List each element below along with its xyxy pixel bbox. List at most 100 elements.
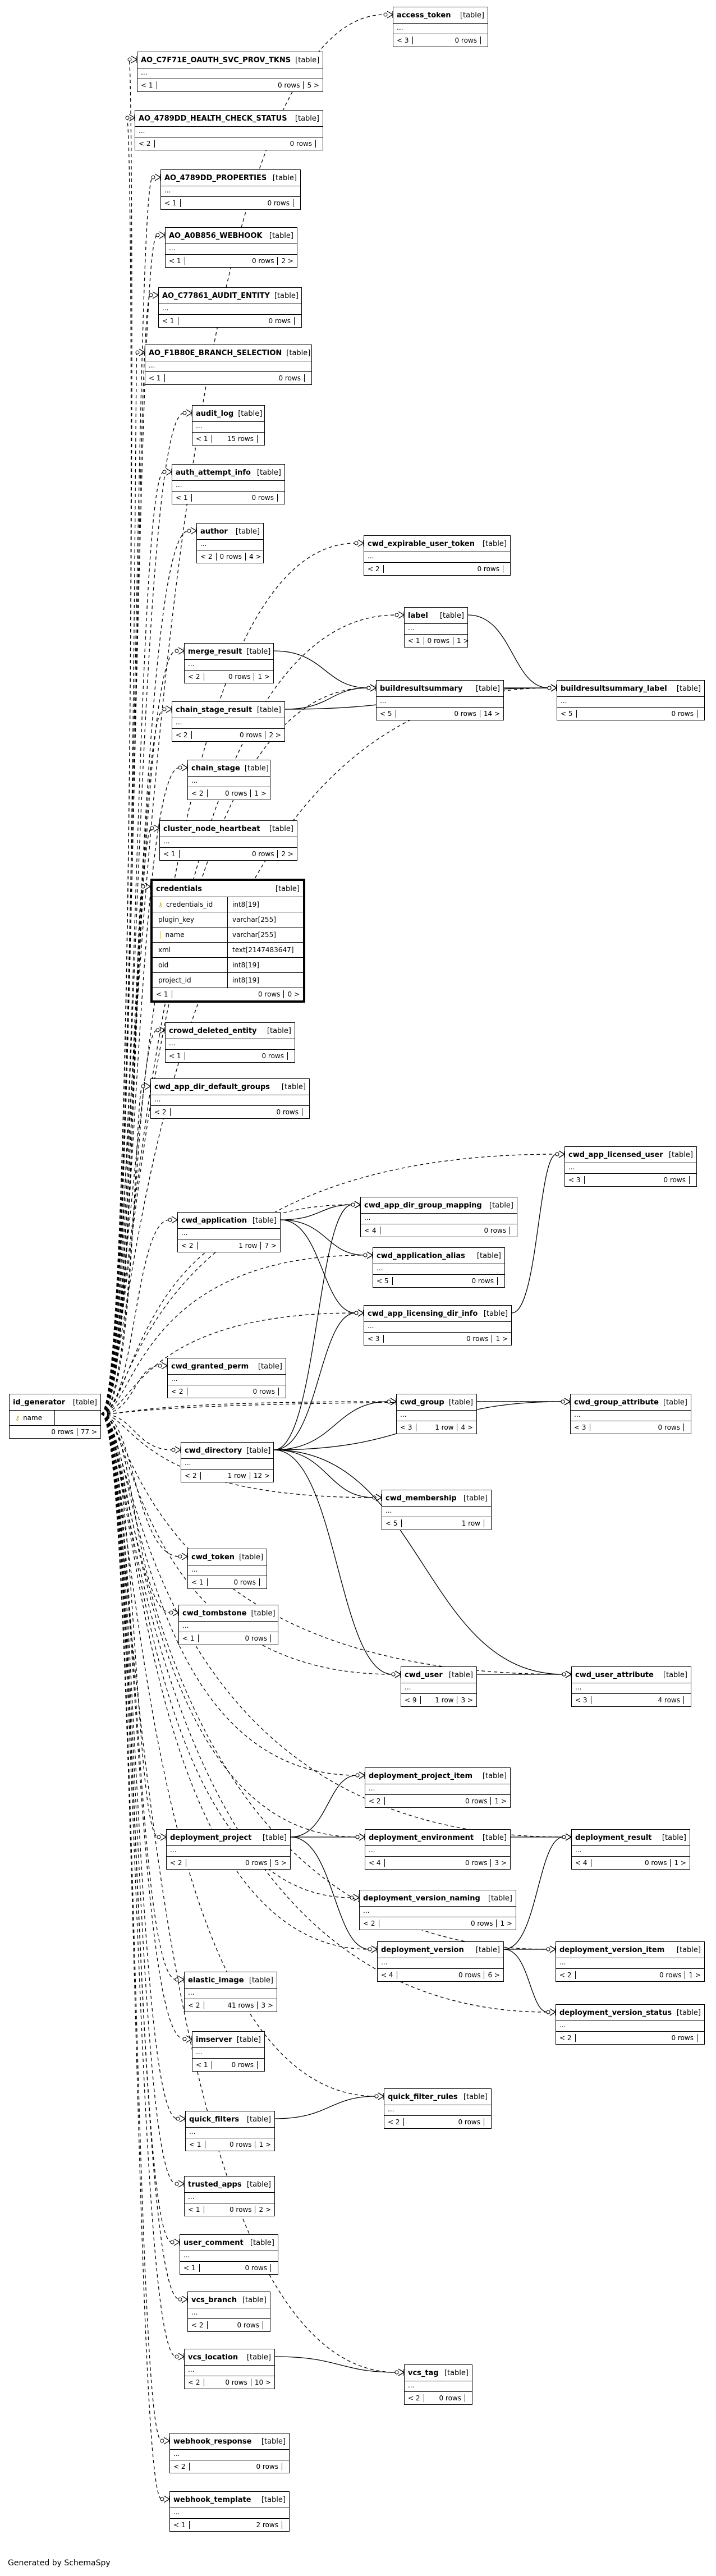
table-name[interactable]: cwd_tombstone bbox=[182, 1609, 247, 1618]
table-header[interactable]: cwd_directory[table] bbox=[181, 1443, 273, 1459]
table-name[interactable]: cwd_membership bbox=[385, 1494, 457, 1503]
table-header[interactable]: cwd_granted_perm[table] bbox=[168, 1358, 286, 1375]
table-header[interactable]: deployment_version_status[table] bbox=[556, 2005, 704, 2021]
table-header[interactable]: AO_F1B80E_BRANCH_SELECTION[table] bbox=[145, 345, 311, 361]
table-header[interactable]: imserver[table] bbox=[192, 2032, 264, 2048]
table-ao-478-hc[interactable]: AO_4789DD_HEALTH_CHECK_STATUS[table]...<… bbox=[135, 110, 323, 150]
table-header[interactable]: chain_stage_result[table] bbox=[172, 702, 284, 718]
table-name[interactable]: audit_log bbox=[196, 409, 234, 418]
table-name[interactable]: cwd_app_dir_default_groups bbox=[154, 1082, 270, 1091]
table-header[interactable]: deployment_version_item[table] bbox=[556, 1942, 704, 1958]
table-header[interactable]: vcs_tag[table] bbox=[405, 2365, 472, 2381]
table-name[interactable]: deployment_version_item bbox=[559, 1945, 665, 1954]
table-name[interactable]: trusted_apps bbox=[188, 2180, 242, 2189]
table-name[interactable]: quick_filters bbox=[189, 2115, 240, 2124]
table-name[interactable]: cwd_user bbox=[405, 1670, 443, 1679]
table-header[interactable]: chain_stage[table] bbox=[188, 760, 270, 777]
table-header[interactable]: AO_A0B856_WEBHOOK[table] bbox=[166, 228, 297, 244]
table-name[interactable]: cwd_directory bbox=[185, 1446, 242, 1455]
table-name[interactable]: imserver bbox=[196, 2035, 232, 2044]
table-name[interactable]: buildresultsummary bbox=[380, 684, 463, 693]
table-name[interactable]: deployment_project bbox=[170, 1833, 252, 1842]
table-header[interactable]: cwd_app_dir_default_groups[table] bbox=[151, 1079, 309, 1095]
table-name[interactable]: deployment_result bbox=[575, 1833, 652, 1842]
table-header[interactable]: trusted_apps[table] bbox=[185, 2176, 274, 2193]
table-name[interactable]: elastic_image bbox=[188, 1976, 244, 1985]
table-name[interactable]: vcs_location bbox=[188, 2353, 238, 2362]
table-name[interactable]: cwd_application bbox=[181, 1216, 247, 1225]
table-header[interactable]: buildresultsummary_label[table] bbox=[557, 681, 704, 697]
table-header[interactable]: cwd_user_attribute[table] bbox=[572, 1667, 691, 1683]
table-header[interactable]: cluster_node_heartbeat[table] bbox=[160, 821, 297, 837]
table-name[interactable]: cwd_user_attribute bbox=[575, 1670, 654, 1679]
table-header[interactable]: cwd_expirable_user_token[table] bbox=[364, 536, 510, 552]
table-ao-c7f[interactable]: AO_C7F71E_OAUTH_SVC_PROV_TKNS[table]...<… bbox=[137, 52, 323, 92]
table-name[interactable]: AO_A0B856_WEBHOOK bbox=[169, 231, 263, 240]
table-header[interactable]: cwd_user[table] bbox=[401, 1667, 476, 1683]
table-header[interactable]: deployment_project[table] bbox=[167, 1830, 290, 1846]
table-header[interactable]: cwd_membership[table] bbox=[382, 1490, 491, 1507]
table-header[interactable]: credentials[table] bbox=[153, 881, 303, 897]
table-header[interactable]: author[table] bbox=[197, 524, 263, 540]
table-header[interactable]: cwd_group[table] bbox=[397, 1394, 476, 1411]
table-name[interactable]: chain_stage_result bbox=[176, 705, 253, 714]
table-name[interactable]: AO_C77861_AUDIT_ENTITY bbox=[162, 291, 270, 300]
table-name[interactable]: cwd_granted_perm bbox=[171, 1362, 249, 1371]
table-name[interactable]: cwd_expirable_user_token bbox=[368, 539, 475, 548]
table-header[interactable]: cwd_tombstone[table] bbox=[179, 1605, 278, 1622]
table-name[interactable]: webhook_template bbox=[173, 2495, 251, 2504]
table-header[interactable]: user_comment[table] bbox=[180, 2235, 278, 2251]
table-name[interactable]: AO_C7F71E_OAUTH_SVC_PROV_TKNS bbox=[141, 56, 291, 65]
table-header[interactable]: deployment_version[table] bbox=[378, 1942, 503, 1958]
table-header[interactable]: webhook_template[table] bbox=[170, 2492, 289, 2508]
table-header[interactable]: cwd_app_licensed_user[table] bbox=[565, 1147, 696, 1163]
table-name[interactable]: buildresultsummary_label bbox=[561, 684, 667, 693]
table-name[interactable]: cwd_application_alias bbox=[377, 1251, 465, 1260]
table-name[interactable]: AO_4789DD_PROPERTIES bbox=[164, 173, 267, 182]
table-header[interactable]: deployment_project_item[table] bbox=[365, 1768, 510, 1784]
table-header[interactable]: buildresultsummary[table] bbox=[377, 681, 503, 697]
table-header[interactable]: id_generator[table] bbox=[10, 1394, 100, 1411]
table-name[interactable]: credentials bbox=[156, 884, 202, 893]
table-name[interactable]: deployment_version bbox=[381, 1945, 464, 1954]
table-name[interactable]: author bbox=[200, 527, 228, 536]
table-name[interactable]: merge_result bbox=[188, 647, 242, 656]
table-name[interactable]: cwd_group bbox=[400, 1398, 444, 1407]
table-name[interactable]: label bbox=[408, 611, 428, 620]
table-name[interactable]: user_comment bbox=[183, 2238, 244, 2247]
table-header[interactable]: AO_C7F71E_OAUTH_SVC_PROV_TKNS[table] bbox=[137, 52, 323, 68]
